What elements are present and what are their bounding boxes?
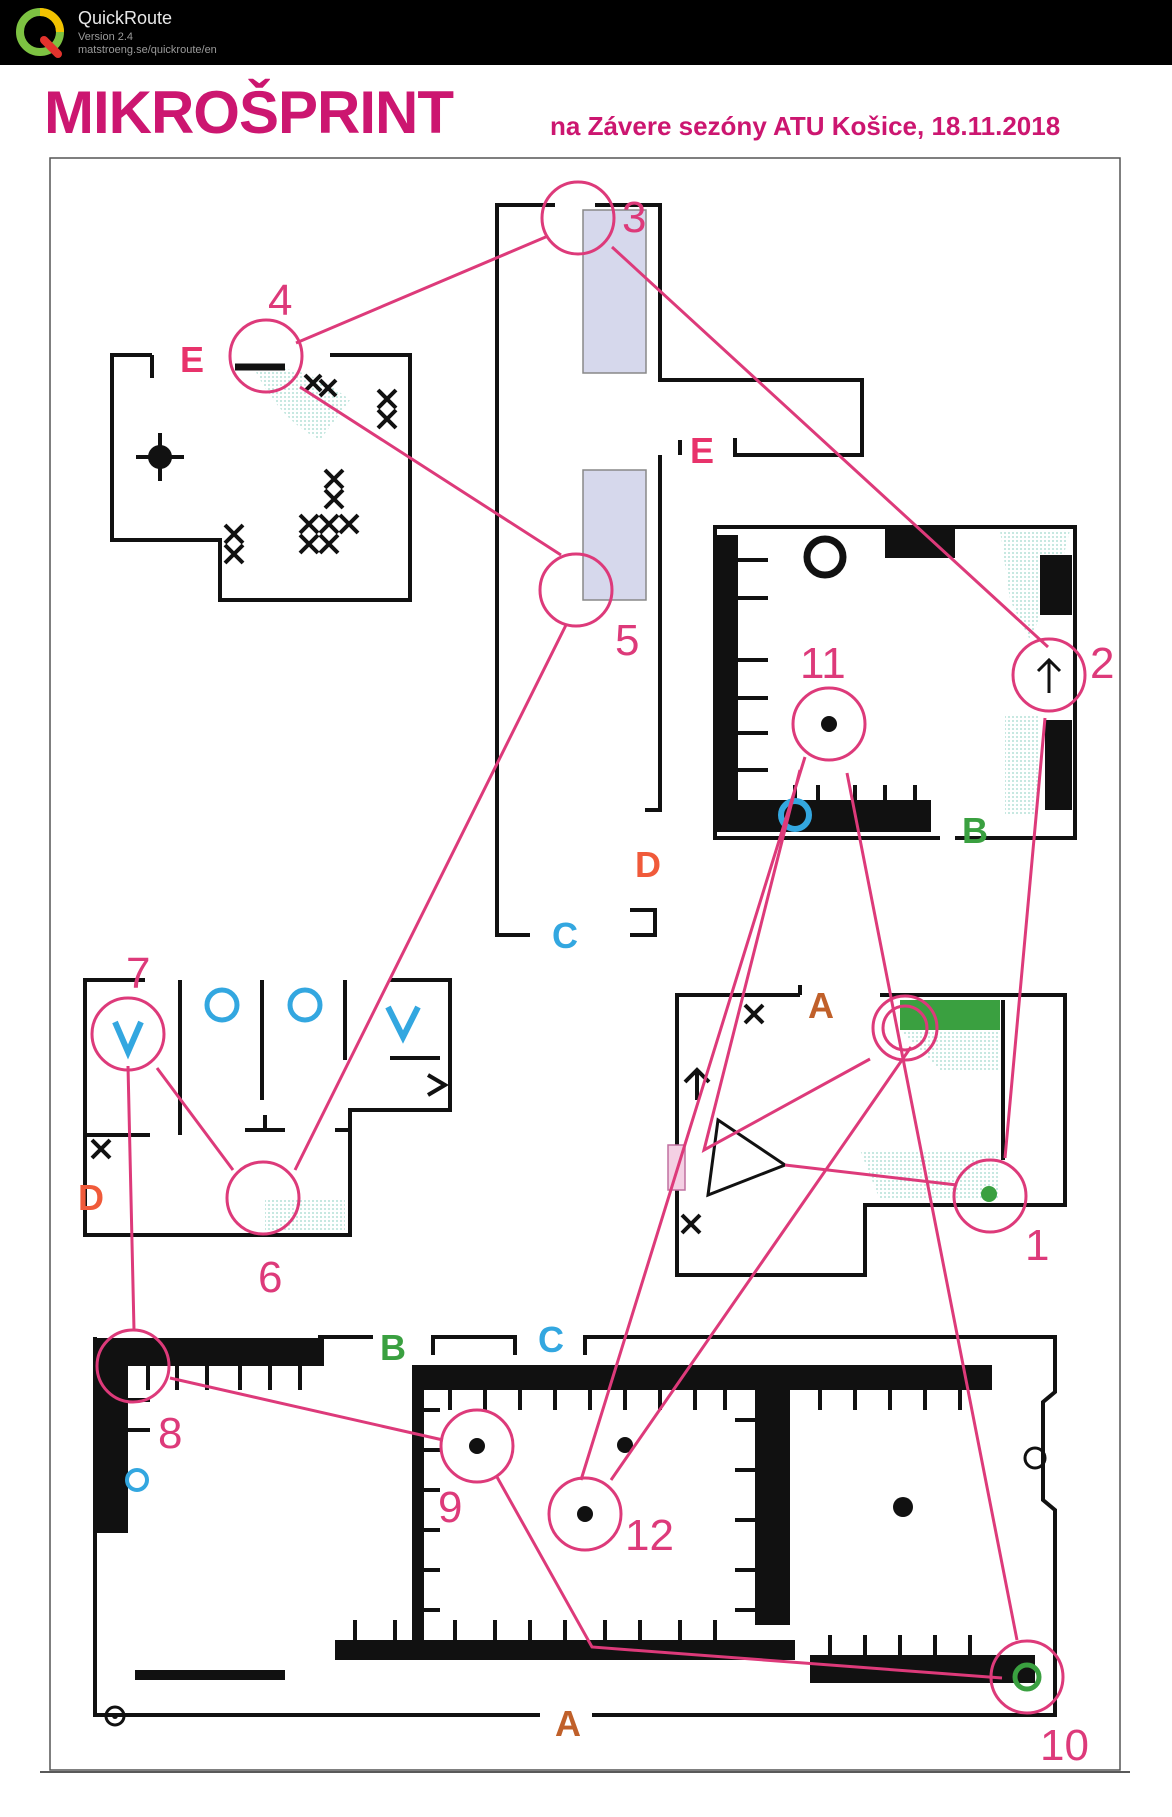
control-labels: 1 2 3 4 5 6 7 8 9 10 11 12	[126, 193, 1114, 1770]
room-bottom	[93, 1335, 1057, 1727]
control-circle-12	[547, 1476, 623, 1552]
app-header: QuickRoute Version 2.4 matstroeng.se/qui…	[0, 0, 1172, 65]
room-left-middle	[83, 978, 452, 1237]
room-top-left	[110, 353, 412, 602]
control-label-4: 4	[268, 276, 292, 325]
control-circle-1	[952, 1158, 1028, 1234]
door-label-c2: C	[538, 1319, 564, 1360]
map-subtitle: na Závere sezóny ATU Košice, 18.11.2018	[550, 111, 1061, 141]
control-label-5: 5	[615, 616, 639, 665]
room-right-upper	[713, 525, 1077, 840]
door-label-d1: D	[635, 844, 661, 885]
app-url[interactable]: matstroeng.se/quickroute/en	[78, 44, 217, 56]
control-label-3: 3	[622, 193, 646, 242]
control-circle-4	[228, 318, 304, 394]
control-label-12: 12	[625, 1511, 674, 1560]
door-label-a2: A	[555, 1703, 581, 1744]
door-label-b2: B	[380, 1327, 406, 1368]
control-label-7: 7	[126, 949, 150, 998]
control-circle-2	[1011, 637, 1087, 713]
control-circle-3	[540, 180, 616, 256]
map-title: MIKROŠPRINT	[44, 79, 454, 146]
control-label-2: 2	[1090, 639, 1114, 688]
door-label-b1: B	[962, 810, 988, 851]
door-label-a1: A	[808, 985, 834, 1026]
door-label-e1: E	[180, 339, 204, 380]
app-version: Version 2.4	[78, 31, 134, 43]
control-circle-11	[791, 686, 867, 762]
control-circle-9	[439, 1408, 515, 1484]
app-name: QuickRoute	[78, 8, 173, 28]
control-label-10: 10	[1040, 1721, 1089, 1770]
door-label-c1: C	[552, 915, 578, 956]
door-label-e2: E	[690, 430, 714, 471]
course-legs	[126, 234, 1050, 1680]
quickroute-logo-icon	[16, 8, 64, 58]
room-right-middle	[667, 985, 1067, 1277]
control-label-9: 9	[438, 1483, 462, 1532]
control-label-6: 6	[258, 1253, 282, 1302]
control-label-8: 8	[158, 1409, 182, 1458]
door-label-d2: D	[78, 1177, 104, 1218]
control-symbols	[112, 657, 1062, 1522]
control-circle-8	[95, 1328, 171, 1404]
control-circle-7	[90, 996, 166, 1072]
finish-circle-inner	[881, 1004, 929, 1052]
control-circle-5	[538, 552, 614, 628]
control-circle-6	[225, 1160, 301, 1236]
door-labels: E E D D C C B B A A	[78, 339, 988, 1744]
control-label-11: 11	[800, 639, 846, 688]
course	[90, 180, 1087, 1715]
control-label-1: 1	[1025, 1221, 1049, 1270]
map-frame	[49, 157, 1121, 1771]
finish-circle-outer	[871, 994, 939, 1062]
control-circle-10	[989, 1639, 1065, 1715]
